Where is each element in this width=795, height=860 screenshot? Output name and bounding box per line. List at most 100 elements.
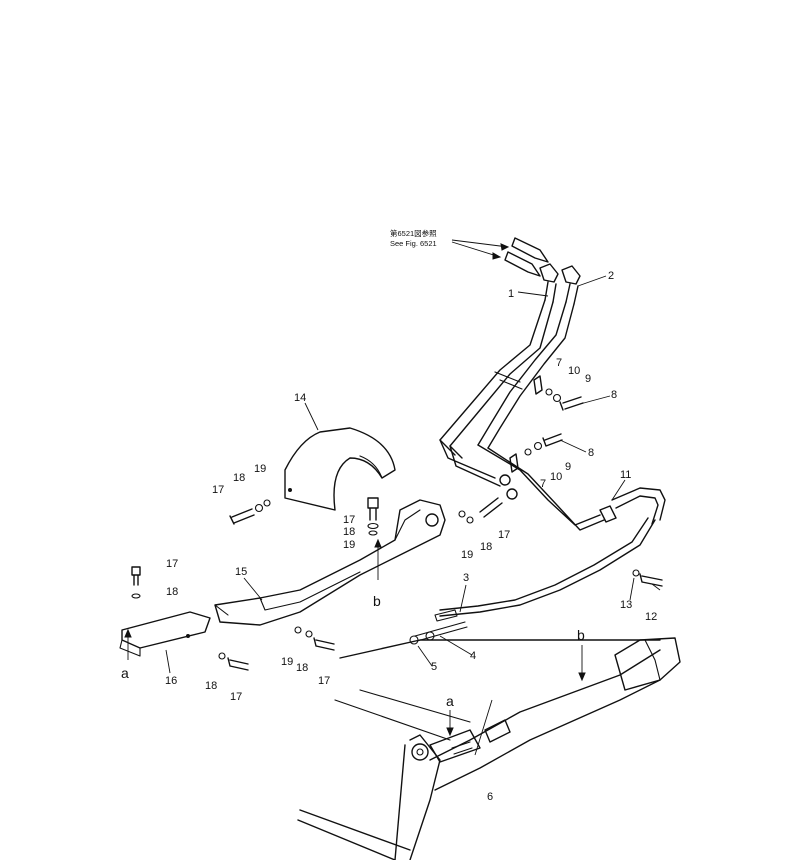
pipe-1	[439, 299, 554, 459]
washer-19-d	[294, 626, 302, 634]
bolt-17-a	[229, 508, 255, 525]
washer-18-mid	[466, 516, 474, 524]
reference-note-jp: 第6521図参照	[390, 228, 437, 238]
reference-letters: a a b b	[121, 593, 585, 709]
bolt-17-c	[131, 566, 141, 586]
cylinder-6-pin	[416, 748, 424, 756]
bolt-8-upper	[559, 396, 584, 411]
pipe-clamp-band	[494, 371, 523, 390]
bolt-8-lower	[542, 433, 563, 447]
bracket-16-hole	[186, 634, 190, 638]
bracket-15-edge	[214, 571, 361, 616]
bracket-15-pivot	[425, 513, 439, 527]
letter-b-right: b	[577, 627, 585, 643]
pipe-2-end	[565, 283, 579, 305]
callout-6: 6	[487, 791, 493, 803]
pipe-11-assembly	[409, 487, 666, 645]
cover-14	[284, 427, 396, 511]
frame-lower-edges	[297, 809, 411, 860]
arrow-b-mid-head	[374, 538, 382, 548]
washer-18-c	[131, 593, 141, 599]
callout-19-c: 19	[281, 656, 293, 668]
callout-9-lower: 9	[565, 461, 571, 473]
callout-10-lower: 10	[550, 471, 562, 483]
callout-8-lower: 8	[588, 447, 594, 459]
callout-18-c: 18	[166, 586, 178, 598]
clamp-7-lower	[509, 453, 519, 473]
frame-right-edge	[644, 639, 661, 681]
hose-fitting-3	[434, 609, 458, 622]
nut-5	[409, 635, 419, 645]
tee-fittings	[458, 474, 518, 524]
leader-4	[439, 635, 473, 656]
leader-14	[304, 402, 319, 431]
callout-2: 2	[608, 270, 614, 282]
callout-17-e: 17	[230, 691, 242, 703]
nut-4	[425, 631, 435, 641]
callout-7-lower: 7	[540, 478, 546, 490]
elbow-fitting-2	[561, 265, 581, 285]
callout-19-b: 19	[343, 539, 355, 551]
pipe-11-bend	[611, 487, 666, 525]
bracket-15-shoulder	[394, 509, 421, 541]
callout-19-d: 19	[461, 549, 473, 561]
frame-right-block	[614, 637, 681, 691]
callout-3: 3	[463, 572, 469, 584]
callout-18-d: 18	[296, 662, 308, 674]
cover-14-inner	[359, 455, 383, 479]
callout-5: 5	[431, 661, 437, 673]
leader-8b	[559, 439, 587, 453]
leader-3	[459, 584, 467, 613]
bolt-17-e	[227, 657, 249, 671]
callout-17-b: 17	[343, 514, 355, 526]
letter-a-bottom: a	[446, 693, 454, 709]
callout-18-e: 18	[205, 680, 217, 692]
bracket-15	[214, 499, 446, 626]
callout-labels: 1 2 3 4 5 6 7 7 8 8 9 9 10 10 11 12 13 1…	[165, 270, 657, 803]
reference-arrows	[124, 538, 586, 737]
hose-4	[414, 621, 468, 642]
washer-19-a	[263, 499, 271, 507]
frame-top-edge	[339, 639, 661, 659]
bracket-16-plate	[121, 611, 211, 649]
leader-16	[165, 649, 171, 674]
callout-17-f: 17	[498, 529, 510, 541]
fitting-upper-b	[504, 251, 541, 277]
cover-14-hole	[288, 488, 292, 492]
callout-17-d: 17	[318, 675, 330, 687]
bolt-17-mid	[479, 497, 503, 518]
washer-18-d	[305, 630, 313, 638]
clamp-7-upper	[533, 375, 543, 395]
leader-12	[651, 583, 661, 591]
washer-18-a	[254, 503, 264, 513]
callout-18-a: 18	[233, 472, 245, 484]
reference-note-en: See Fig. 6521	[390, 239, 437, 248]
arrow-a-left-head	[124, 628, 132, 638]
cylinder-6-eye	[411, 743, 429, 761]
arrow-a-bottom-head	[446, 727, 454, 737]
callout-18-b: 18	[343, 526, 355, 538]
cylinder-end	[484, 719, 511, 743]
callout-9-upper: 9	[585, 373, 591, 385]
fitting-upper-a	[511, 237, 549, 263]
bracket-16	[119, 611, 211, 657]
callout-10-upper: 10	[568, 365, 580, 377]
nut-fitting-a	[499, 474, 511, 486]
callout-12: 12	[645, 611, 657, 623]
arrow-b-right-head	[578, 672, 586, 682]
fastener-groups	[131, 497, 379, 671]
leader-8a	[579, 395, 611, 405]
nut-fitting-b	[506, 488, 518, 500]
frame-left-post	[394, 734, 441, 860]
clamp-upper	[509, 375, 584, 473]
leader-5	[417, 645, 433, 667]
callout-15: 15	[235, 566, 247, 578]
callout-14: 14	[294, 392, 306, 404]
callout-4: 4	[470, 650, 476, 662]
callout-18-f: 18	[480, 541, 492, 553]
callout-17-a: 17	[212, 484, 224, 496]
pipe-upper-assembly	[439, 237, 605, 531]
pipe-1-lower-run	[439, 439, 501, 487]
cylinder-6-body	[429, 729, 481, 763]
